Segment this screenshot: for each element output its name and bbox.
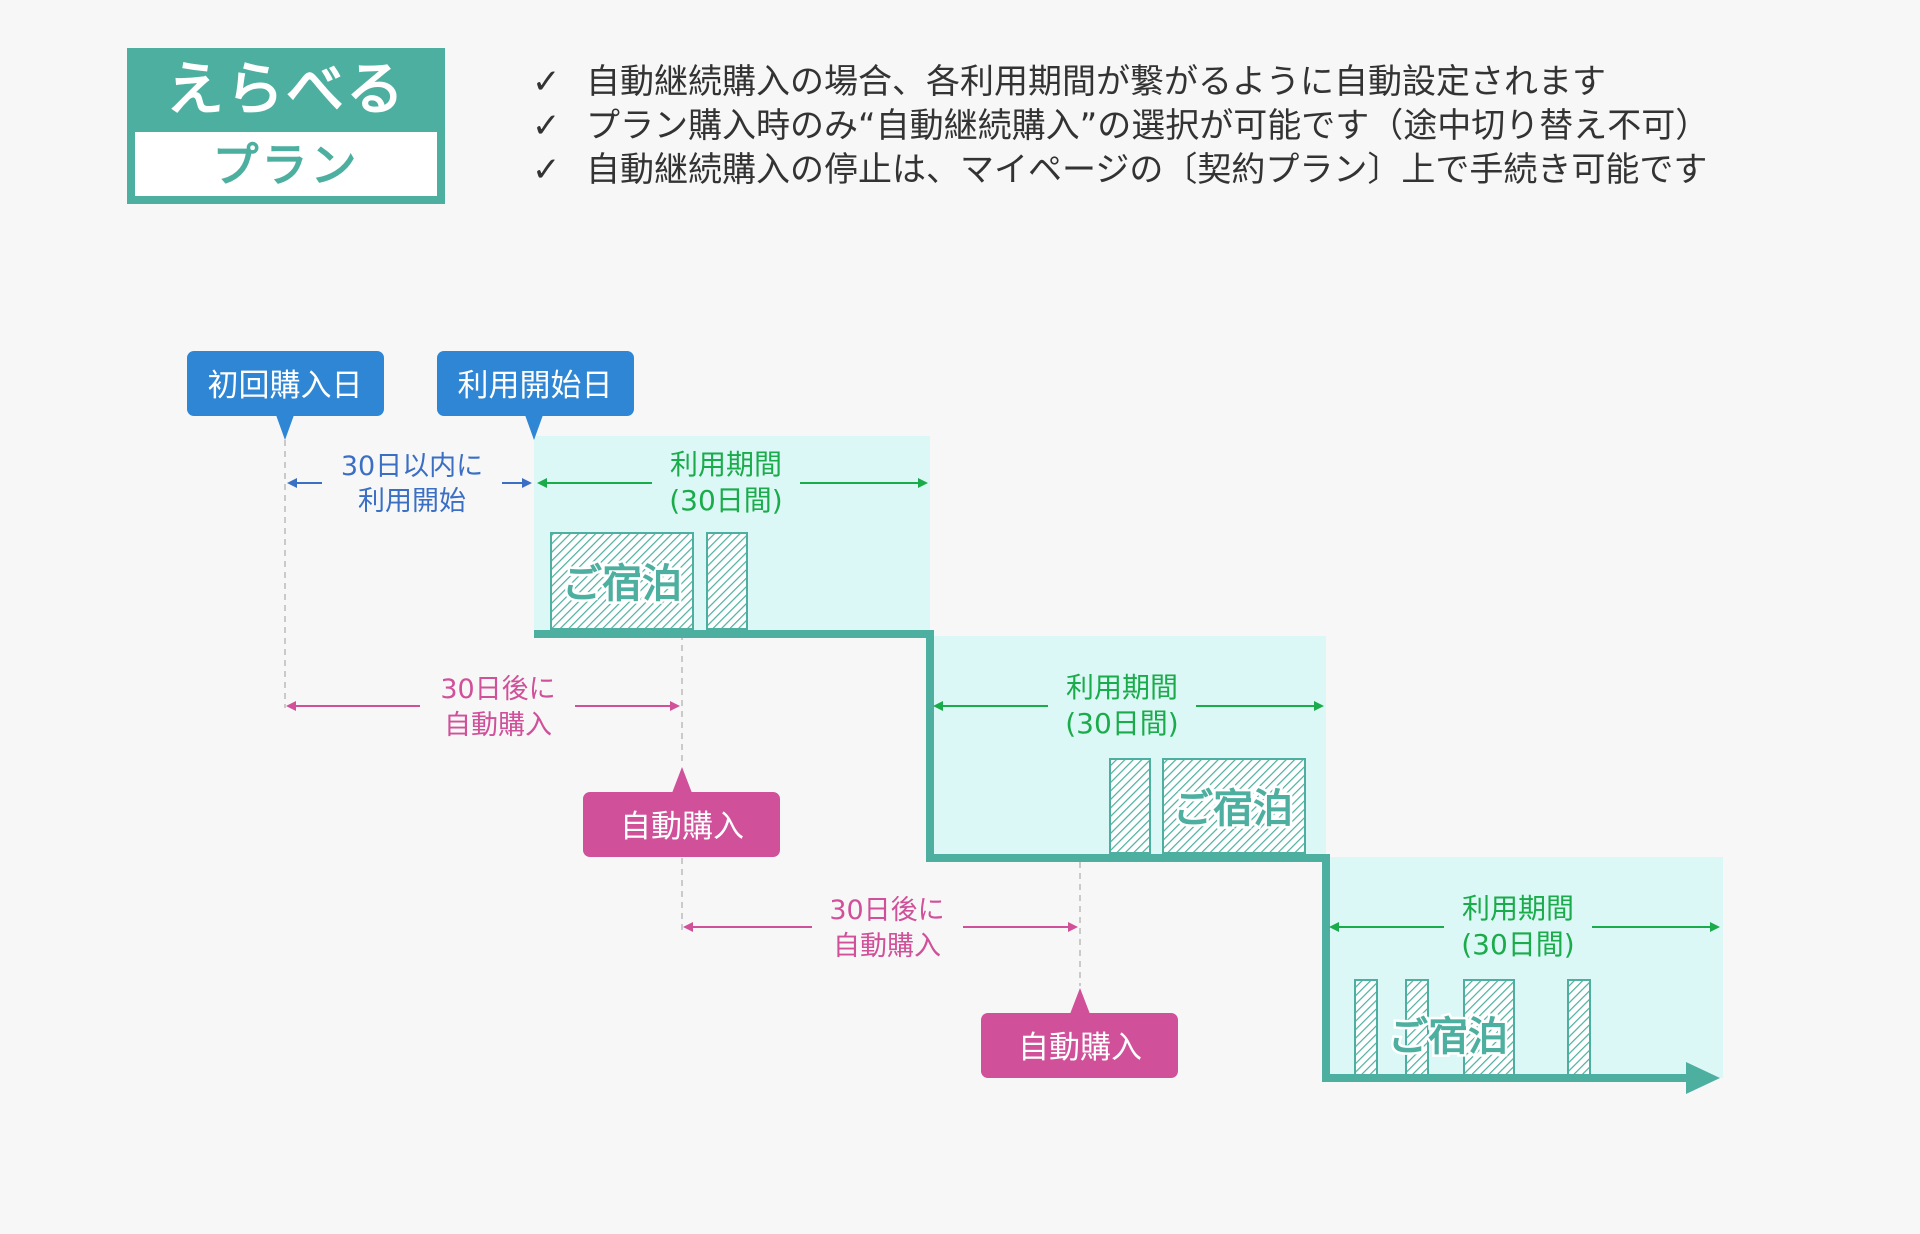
notes-list: ✓ 自動継続購入の場合、各利用期間が繋がるように自動設定されます ✓ プラン購入時の… (532, 60, 1892, 192)
first-purchase-callout (187, 351, 384, 416)
note-text: 自動継続購入の停止は、マイページの〔契約プラン〕上で手続き可能です (586, 150, 1708, 190)
usage-period-1-duration: (30日間) (669, 484, 782, 517)
after-30-days-2-arrowhead-right (1068, 922, 1078, 932)
stay-block (706, 532, 748, 630)
usage-period-3-arrowhead-right (1710, 922, 1720, 932)
stay-block (1162, 758, 1306, 854)
usage-period-3-area (1326, 857, 1723, 1078)
auto-purchase-1-callout (583, 792, 780, 857)
within-30-days-arrowhead-right (522, 478, 532, 488)
after-30-days-1-action: 自動購入 (444, 710, 552, 741)
within-30-days-label: 30日以内に (341, 451, 483, 482)
usage-period-1-arrowhead-left (537, 478, 547, 488)
usage-period-2-arrowhead-left (933, 701, 943, 711)
usage-period-1-label: 利用期間 (670, 448, 782, 481)
stay-label: ご宿泊 (1173, 786, 1293, 832)
stay-block (1109, 758, 1151, 854)
after-30-days-2-arrowhead-left (683, 922, 693, 932)
usage-period-3-arrowhead-left (1329, 922, 1339, 932)
after-30-days-1-label: 30日後に (440, 674, 555, 705)
erabel-plan-logo: えらべる プラン (127, 48, 445, 204)
usage-start-callout (437, 351, 634, 416)
after-30-days-1-arrowhead-left (286, 701, 296, 711)
after-30-days-2-label: 30日後に (829, 895, 944, 926)
check-icon: ✓ (532, 150, 561, 190)
stay-label: ご宿泊 (1388, 1014, 1508, 1060)
usage-start-label: 利用開始日 (458, 368, 613, 404)
note-item: ✓ 自動継続購入の停止は、マイページの〔契約プラン〕上で手続き可能です (532, 148, 1892, 192)
usage-period-1-arrowhead-right (918, 478, 928, 488)
usage-period-3-duration: (30日間) (1461, 928, 1574, 961)
usage-period-2-duration: (30日間) (1065, 707, 1178, 740)
first-purchase-callout-pointer (276, 415, 294, 440)
usage-start-callout-pointer (525, 415, 543, 440)
check-icon: ✓ (532, 62, 561, 102)
logo-title: えらべる (165, 55, 406, 123)
after-30-days-1-arrowhead-right (670, 701, 680, 711)
stay-block (550, 532, 694, 630)
logo-subtitle: プラン (135, 132, 437, 196)
note-item: ✓ 自動継続購入の場合、各利用期間が繋がるように自動設定されます (532, 60, 1892, 104)
auto-purchase-2-callout (981, 1013, 1178, 1078)
stay-block (1354, 979, 1378, 1077)
auto-purchase-2-label: 自動購入 (1018, 1030, 1142, 1066)
note-item: ✓ プラン購入時のみ“自動継続購入”の選択が可能です（途中切り替え不可） (532, 104, 1892, 148)
auto-purchase-1-label: 自動購入 (620, 809, 744, 845)
after-30-days-2-action: 自動購入 (833, 931, 941, 962)
start-usage-label: 利用開始 (358, 486, 466, 517)
stay-label: ご宿泊 (562, 561, 682, 607)
within-30-days-arrowhead-left (287, 478, 297, 488)
note-text: 自動継続購入の場合、各利用期間が繋がるように自動設定されます (586, 62, 1606, 102)
check-icon: ✓ (532, 106, 561, 146)
stay-block (1463, 979, 1515, 1077)
timeline-staircase (534, 630, 1692, 1082)
first-purchase-label: 初回購入日 (208, 368, 363, 404)
timeline-arrowhead (1686, 1062, 1720, 1094)
usage-period-2-label: 利用期間 (1066, 671, 1178, 704)
auto-purchase-1-callout-pointer (672, 767, 692, 793)
usage-period-3-label: 利用期間 (1462, 892, 1574, 925)
auto-purchase-2-callout-pointer (1070, 988, 1090, 1014)
usage-period-2-arrowhead-right (1314, 701, 1324, 711)
stay-block (1567, 979, 1591, 1077)
note-text: プラン購入時のみ“自動継続購入”の選択が可能です（途中切り替え不可） (586, 106, 1710, 146)
